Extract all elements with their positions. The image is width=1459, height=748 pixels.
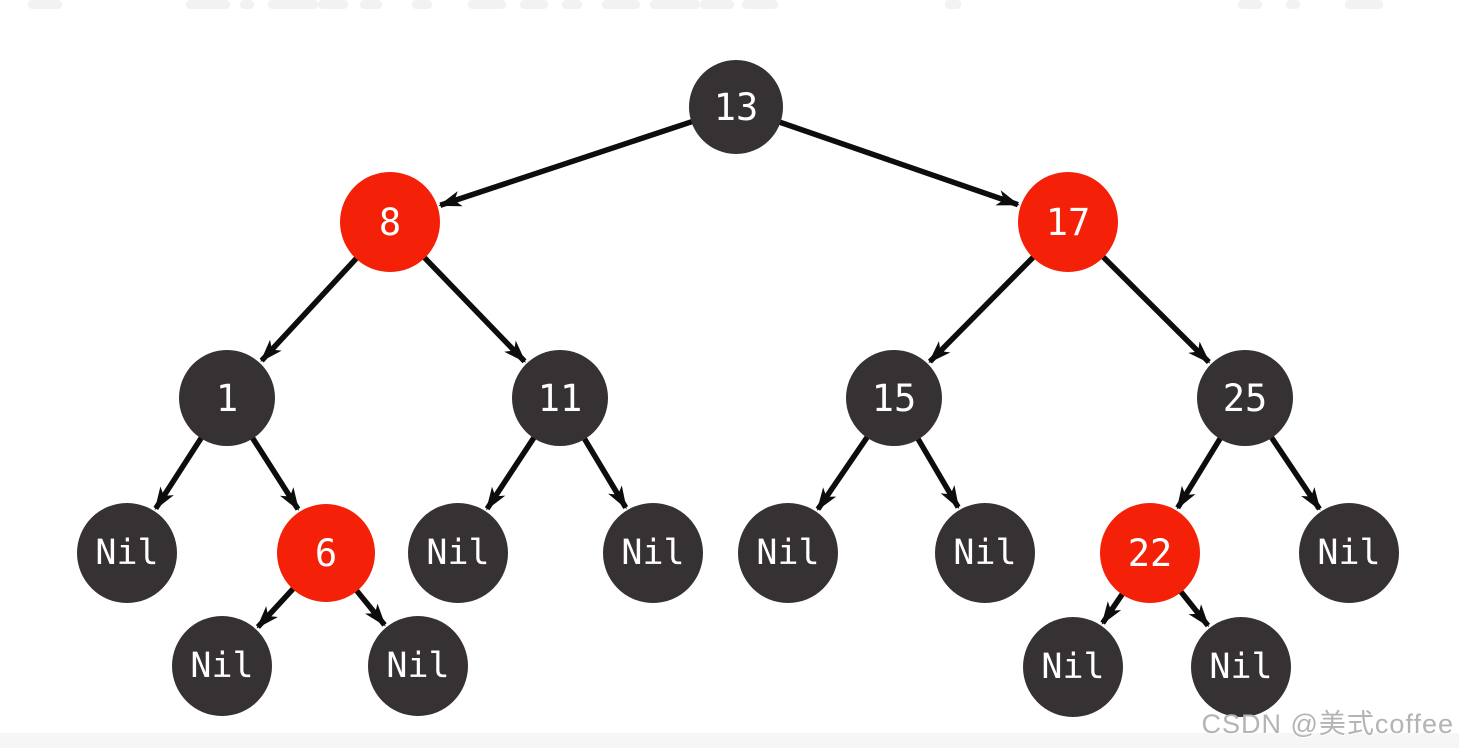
- cropped-text-artifact: [742, 0, 778, 9]
- cropped-text-artifact: [268, 0, 318, 9]
- tree-edge-n1-n6: [249, 435, 301, 511]
- tree-node-nil-nilH: Nil: [368, 616, 468, 716]
- cropped-text-artifact: [28, 0, 62, 9]
- cropped-text-artifact: [186, 0, 230, 9]
- tree-node-15-n15: 15: [846, 350, 942, 446]
- tree-edge-n11-nilB: [484, 434, 538, 511]
- tree-edge-n8-n1: [259, 255, 360, 363]
- cropped-text-artifact: [412, 0, 432, 9]
- tree-node-nil-nilC: Nil: [603, 503, 703, 603]
- cropped-text-artifact: [318, 0, 348, 9]
- cropped-text-artifact: [650, 0, 700, 9]
- tree-edge-n17-n15: [927, 254, 1037, 364]
- tree-node-nil-nilG: Nil: [172, 616, 272, 716]
- cropped-text-artifact: [520, 0, 548, 9]
- cropped-text-artifact: [468, 0, 506, 9]
- tree-edge-n22-nilJ: [1177, 588, 1211, 628]
- tree-edge-n25-n22: [1175, 435, 1224, 510]
- tree-node-11-n11: 11: [512, 350, 608, 446]
- tree-node-nil-nilD: Nil: [738, 503, 838, 603]
- cropped-text-artifact: [700, 0, 734, 9]
- cropped-text-artifact: [562, 0, 582, 9]
- tree-edge-n8-n11: [421, 254, 527, 364]
- tree-node-nil-nilA: Nil: [77, 503, 177, 603]
- tree-edge-n11-nilC: [581, 436, 629, 510]
- tree-node-nil-nilE: Nil: [935, 503, 1035, 603]
- cropped-text-artifact: [1345, 0, 1383, 9]
- tree-edge-n15-nilD: [815, 434, 871, 511]
- cropped-text-artifact: [602, 0, 640, 9]
- cropped-text-artifact: [945, 0, 961, 9]
- tree-node-13-n13: 13: [689, 60, 783, 154]
- tree-node-25-n25: 25: [1197, 350, 1293, 446]
- cropped-text-artifact: [1238, 0, 1262, 9]
- tree-node-nil-nilI: Nil: [1023, 617, 1123, 717]
- tree-node-17-n17: 17: [1018, 172, 1118, 272]
- tree-edge-n15-nilE: [914, 436, 961, 510]
- tree-node-1-n1: 1: [179, 350, 275, 446]
- tree-edge-n17-n25: [1100, 253, 1211, 364]
- footer-strip: [0, 733, 1459, 748]
- tree-node-nil-nilB: Nil: [408, 503, 508, 603]
- cropped-text-artifact: [240, 0, 254, 9]
- tree-edge-n13-n17: [777, 119, 1020, 208]
- tree-edge-n6-nilH: [353, 587, 387, 627]
- tree-edge-n1-nilA: [153, 435, 205, 511]
- cropped-text-artifact: [360, 0, 382, 9]
- tree-node-nil-nilF: Nil: [1299, 503, 1399, 603]
- tree-edge-n25-nilF: [1268, 434, 1322, 511]
- tree-edge-n13-n8: [438, 118, 695, 208]
- watermark: CSDN @美式coffee: [1201, 709, 1454, 739]
- tree-edge-n22-nilI: [1100, 591, 1126, 625]
- tree-node-nil-nilJ: Nil: [1191, 617, 1291, 717]
- tree-edge-n6-nilG: [255, 585, 297, 629]
- tree-node-8-n8: 8: [340, 172, 440, 272]
- cropped-text-artifact: [1286, 0, 1300, 9]
- tree-node-6-n6: 6: [277, 504, 375, 602]
- tree-node-22-n22: 22: [1100, 503, 1200, 603]
